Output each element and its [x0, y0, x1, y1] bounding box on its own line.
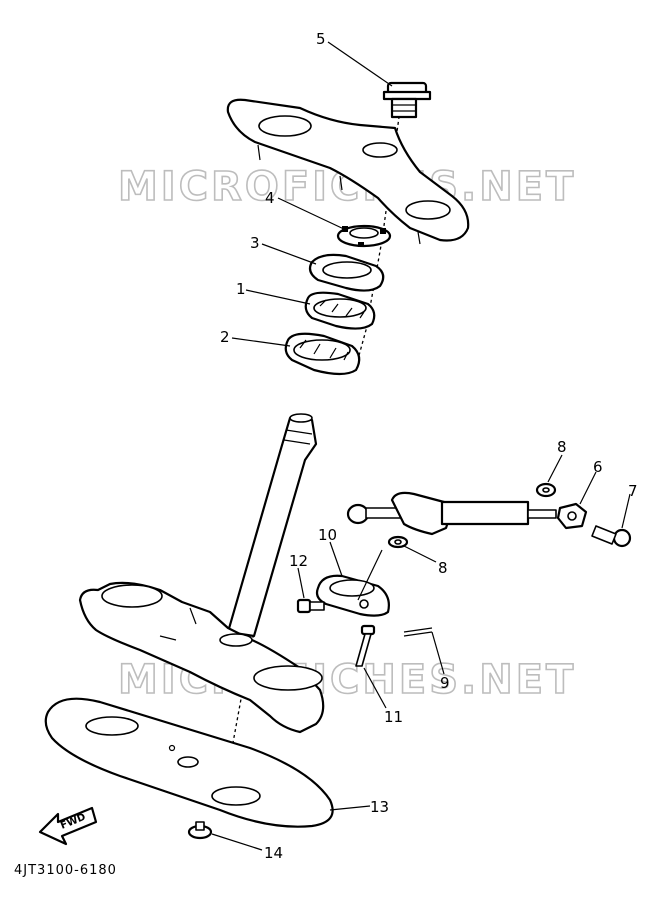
callout-8-upper: 8: [557, 438, 567, 456]
leader-lines: [211, 41, 631, 851]
upper-bracket: [226, 98, 470, 245]
cotter-pin: [403, 627, 433, 637]
bracket-bolt: [296, 598, 325, 614]
callout-9: 9: [440, 674, 450, 692]
callout-3: 3: [250, 234, 260, 252]
forward-arrow: FWD: [38, 806, 98, 846]
callout-1: 1: [236, 280, 246, 298]
dust-seal: [308, 253, 385, 292]
under-bracket: [78, 581, 325, 734]
callout-2: 2: [220, 328, 230, 346]
part-code: 4JT3100-6180: [14, 863, 117, 878]
steering-damper: [346, 491, 557, 536]
cover-screw: [187, 821, 213, 840]
callout-13: 13: [370, 798, 389, 816]
callout-12: 12: [289, 552, 308, 570]
ring-nut: [336, 224, 392, 248]
washer-upper: [535, 482, 557, 498]
callout-5: 5: [316, 30, 326, 48]
callout-10: 10: [318, 526, 337, 544]
upper-bearing: [304, 291, 376, 330]
stem-bolt: [382, 81, 432, 119]
callout-14: 14: [264, 844, 283, 862]
under-cover: [44, 697, 334, 828]
steering-stem-shaft: [226, 413, 318, 638]
callout-7: 7: [628, 482, 638, 500]
callouts: 5 4 3 1 2 8 6 7 10 12 8 9 11 13 14: [220, 30, 638, 862]
damper-bolt: [591, 525, 632, 548]
callout-6: 6: [593, 458, 603, 476]
lower-bearing: [284, 332, 361, 376]
callout-8-lower: 8: [438, 559, 448, 577]
callout-11: 11: [384, 708, 403, 726]
washer-lower: [387, 535, 409, 549]
damper-bracket: [315, 574, 390, 617]
damper-nut: [556, 502, 588, 530]
callout-4: 4: [265, 189, 275, 207]
pin-bolt: [355, 624, 376, 667]
